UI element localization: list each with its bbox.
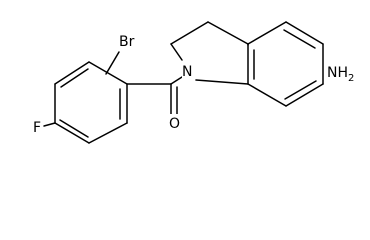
bond-ring-f xyxy=(54,61,90,85)
atom-amine: NH2 xyxy=(325,62,365,84)
bond-c4a-c5 xyxy=(247,21,287,45)
amine-subscript: 2 xyxy=(348,73,354,84)
bond-c8a-n xyxy=(195,79,249,85)
atom-bromine: Br xyxy=(118,33,138,50)
bond-ring-a xyxy=(88,61,128,85)
bond-c-f xyxy=(43,122,56,127)
bond-c2-c3 xyxy=(170,21,209,45)
bond-n-c2 xyxy=(170,43,183,61)
atom-fluorine-label: F xyxy=(33,120,41,136)
atom-oxygen-label: O xyxy=(169,116,180,132)
bond-ring-inner-3 xyxy=(60,68,89,88)
molecule-structure: Br F N O NH2 xyxy=(31,21,365,144)
atom-oxygen: O xyxy=(167,114,181,132)
bond-ring-d xyxy=(54,122,90,144)
bonds xyxy=(43,21,324,144)
bond-ring-c xyxy=(88,122,128,144)
bond-fused-inner-3 xyxy=(284,80,317,100)
bond-ring-inner-2 xyxy=(59,119,89,138)
atom-amine-label: NH2 xyxy=(327,65,354,84)
bond-c3-c4 xyxy=(207,21,249,45)
atom-nitrogen-label: N xyxy=(182,64,192,80)
bond-fused-inner-2 xyxy=(283,29,316,49)
bond-carbonyl-n xyxy=(170,76,183,85)
bond-c7-c8 xyxy=(285,83,324,107)
atom-bromine-label: Br xyxy=(119,34,135,50)
atom-fluorine: F xyxy=(31,119,43,136)
atom-nitrogen: N xyxy=(182,62,194,80)
bond-c8-c8a xyxy=(247,83,287,107)
bond-c-br xyxy=(105,51,120,75)
amine-nh: NH xyxy=(327,65,348,81)
bond-c5-c6 xyxy=(285,21,324,45)
